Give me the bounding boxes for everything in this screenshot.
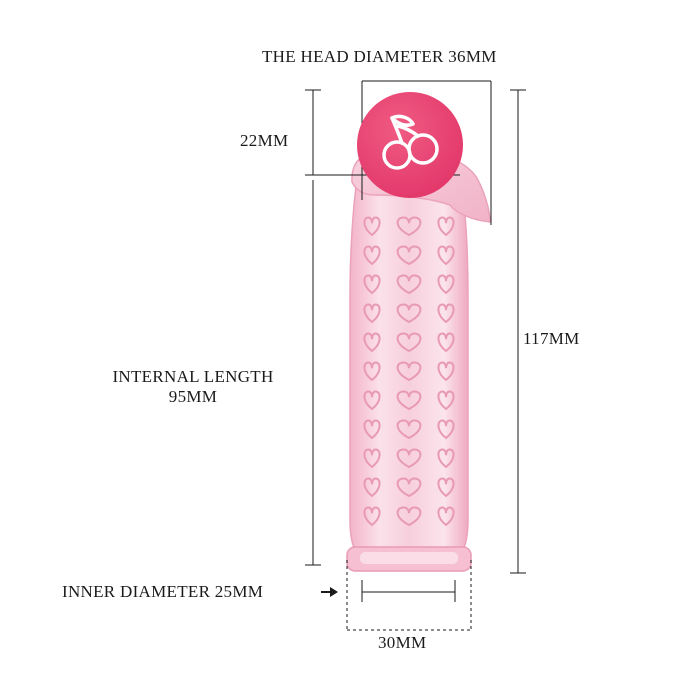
- heart-shape: [363, 216, 381, 237]
- base-width-label: 30MM: [378, 633, 427, 652]
- head-diameter-label: THE HEAD DIAMETER 36MM: [262, 47, 497, 66]
- heart-shape: [363, 477, 381, 498]
- internal-length-value: 95MM: [168, 387, 218, 406]
- heart-shape: [437, 477, 455, 498]
- internal-length-label: INTERNAL LENGTH 95MM: [92, 367, 294, 407]
- heart-shape: [363, 390, 381, 411]
- heart-shape: [363, 303, 381, 324]
- heart-shape: [363, 361, 381, 382]
- heart-shape: [396, 303, 422, 324]
- heart-shape: [437, 419, 455, 440]
- total-length-label: 117MM: [523, 329, 580, 348]
- heart-shape: [437, 303, 455, 324]
- heart-shape: [396, 506, 422, 527]
- arrow-right-icon: [321, 587, 338, 597]
- heart-shape: [396, 274, 422, 295]
- heart-pattern: [363, 216, 455, 527]
- heart-shape: [396, 477, 422, 498]
- heart-shape: [437, 506, 455, 527]
- heart-shape: [437, 216, 455, 237]
- heart-shape: [396, 419, 422, 440]
- heart-shape: [363, 332, 381, 353]
- head-height-label: 22MM: [240, 131, 289, 150]
- heart-shape: [437, 361, 455, 382]
- heart-shape: [437, 274, 455, 295]
- heart-shape: [396, 390, 422, 411]
- heart-shape: [396, 245, 422, 266]
- heart-shape: [363, 419, 381, 440]
- heart-shape: [363, 245, 381, 266]
- heart-shape: [437, 448, 455, 469]
- heart-shape: [437, 332, 455, 353]
- heart-shape: [396, 361, 422, 382]
- heart-shape: [396, 332, 422, 353]
- heart-shape: [437, 245, 455, 266]
- internal-length-title: INTERNAL LENGTH: [112, 367, 274, 386]
- heart-shape: [363, 506, 381, 527]
- heart-shape: [396, 216, 422, 237]
- heart-shape: [363, 274, 381, 295]
- dimension-lines: [305, 80, 526, 631]
- brand-badge: [357, 92, 463, 198]
- heart-shape: [437, 390, 455, 411]
- heart-shape: [363, 448, 381, 469]
- heart-shape: [396, 448, 422, 469]
- cherry-icon: [382, 114, 439, 170]
- inner-diameter-label: INNER DIAMETER 25MM: [62, 582, 264, 601]
- base-width-dashed-box: [346, 560, 472, 631]
